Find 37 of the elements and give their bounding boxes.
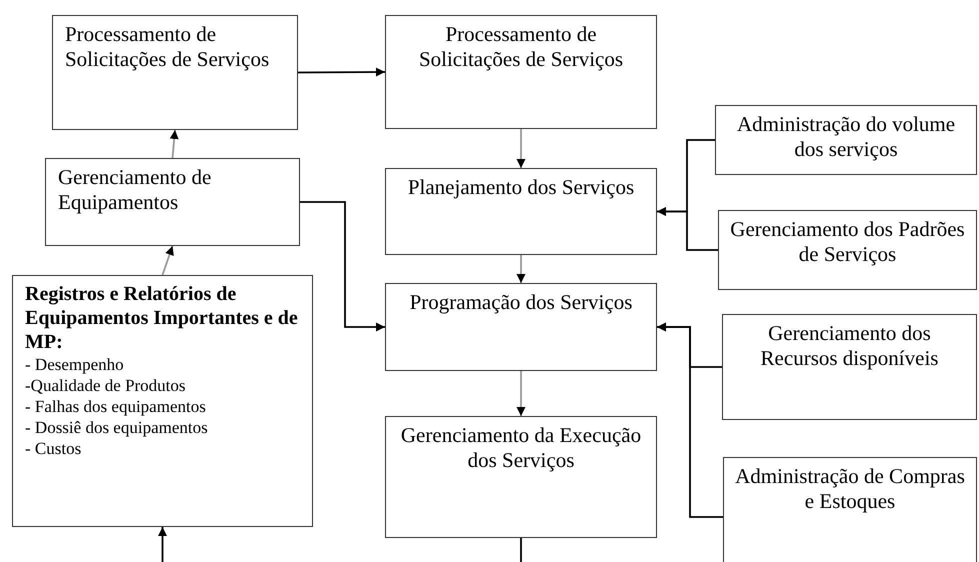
process-box	[12, 275, 313, 527]
arrow	[657, 207, 718, 251]
box-label: Planejamento dos Serviços	[406, 175, 636, 200]
box-label: Programação dos Serviços	[408, 290, 634, 315]
arrow	[158, 527, 167, 562]
arrow	[516, 129, 526, 168]
arrow	[162, 246, 174, 276]
box-label: Gerenciamento da Execução dos Serviços	[400, 423, 642, 473]
box-heading: Registros e Relatórios de Equipamentos Importantes e de MP:	[25, 282, 299, 354]
box-label: Gerenciamento de Equipamentos	[58, 165, 212, 215]
box-label: Administração do volume dos serviços	[736, 112, 956, 162]
process-box	[715, 105, 977, 175]
process-box	[722, 314, 977, 420]
process-box	[385, 15, 657, 129]
box-label: Administração de Compras e Estoques	[734, 464, 966, 514]
arrow	[657, 322, 723, 518]
arrow	[300, 201, 385, 332]
list-item: -Qualidade de Produtos	[25, 375, 187, 396]
process-box	[718, 210, 977, 290]
process-box	[45, 158, 300, 246]
arrow	[516, 371, 526, 416]
list-item: - Desempenho	[25, 354, 125, 375]
box-label: Gerenciamento dos Recursos disponíveis	[760, 321, 940, 371]
box-label: Processamento de Solicitações de Serviços	[418, 22, 624, 72]
list-item: - Custos	[25, 438, 82, 459]
process-box	[385, 283, 657, 371]
arrow	[298, 68, 385, 77]
arrow	[170, 130, 179, 158]
process-box	[385, 416, 657, 538]
arrow	[516, 255, 526, 283]
list-item: - Falhas dos equipamentos	[25, 396, 207, 417]
box-label: Gerenciamento dos Padrões de Serviços	[729, 217, 966, 267]
list-item: - Dossiê dos equipamentos	[25, 417, 209, 438]
box-label: Processamento de Solicitações de Serviços	[65, 22, 270, 72]
process-box	[723, 457, 977, 562]
process-box	[385, 168, 657, 255]
process-box	[52, 15, 298, 130]
